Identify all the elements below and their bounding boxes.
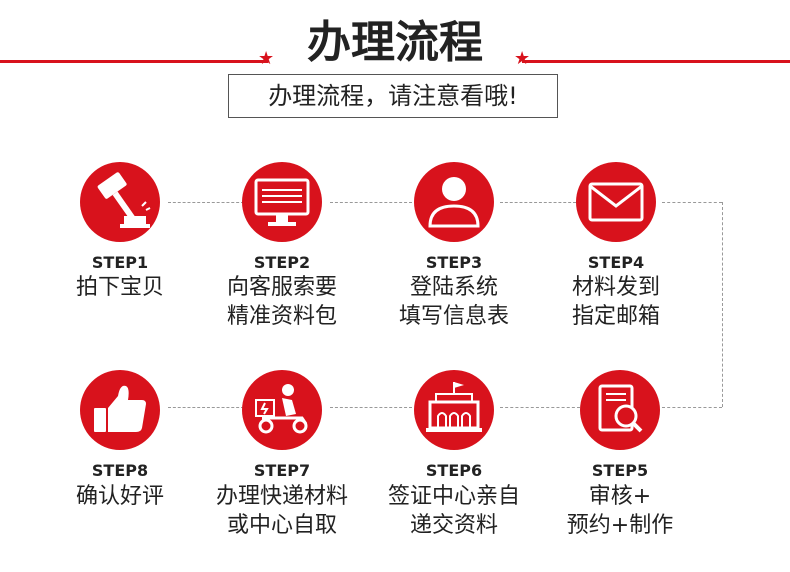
step2-line1: 向客服索要 (226, 275, 337, 300)
step8-text: 确认好评 (35, 482, 205, 511)
step8-line1: 确认好评 (75, 484, 164, 509)
user-icon (428, 177, 480, 228)
title-part1: 办理 (307, 17, 395, 68)
step4-circle (576, 162, 656, 242)
step4-line1: 材料发到 (571, 275, 660, 300)
step6-circle (414, 370, 494, 450)
step8-circle (80, 370, 160, 450)
step7-circle (242, 370, 322, 450)
step7-line1: 办理快递材料 (215, 484, 348, 509)
step2-text: 向客服索要 精准资料包 (197, 273, 367, 331)
step5-line2: 预约+制作 (566, 513, 674, 538)
step6-label: STEP6 (425, 461, 483, 480)
step5-label: STEP5 (591, 461, 649, 480)
step7-line2: 或中心自取 (226, 513, 337, 538)
step6-text: 签证中心亲自 递交资料 (369, 482, 539, 540)
step3-line2: 填写信息表 (398, 304, 509, 329)
step7-label: STEP7 (253, 461, 311, 480)
connector-5-6 (500, 407, 580, 408)
step2-line2: 精准资料包 (226, 304, 337, 329)
step3-line1: 登陆系统 (409, 275, 498, 300)
connector-3-4 (500, 202, 576, 203)
step4-text: 材料发到 指定邮箱 (531, 273, 701, 331)
step1-label: STEP1 (91, 253, 149, 272)
step6-line2: 递交资料 (409, 513, 498, 538)
step6-line1: 签证中心亲自 (387, 484, 520, 509)
star-icon-right: ★ (514, 48, 531, 69)
connector-turn-5 (662, 407, 722, 408)
step3-text: 登陆系统 填写信息表 (369, 273, 539, 331)
connector-2-3 (330, 202, 412, 203)
step1-text: 拍下宝贝 (35, 273, 205, 302)
step5-line1: 审核+ (588, 484, 652, 509)
step7-text: 办理快递材料 或中心自取 (197, 482, 367, 540)
star-icon-left: ★ (258, 48, 275, 69)
step2-circle (242, 162, 322, 242)
step1-line1: 拍下宝贝 (75, 275, 164, 300)
delivery-rider-icon (255, 384, 308, 434)
title-rule-right (522, 60, 790, 63)
step3-circle (414, 162, 494, 242)
step2-label: STEP2 (253, 253, 311, 272)
envelope-icon (588, 182, 644, 222)
page-title: 办理流程 (0, 12, 790, 74)
subtitle-box: 办理流程，请注意看哦! (228, 74, 558, 118)
step4-line2: 指定邮箱 (571, 304, 660, 329)
building-icon (426, 382, 482, 432)
step5-circle (580, 370, 660, 450)
title-part2: 流程 (395, 17, 483, 68)
connector-6-7 (330, 407, 412, 408)
gavel-icon (97, 172, 151, 228)
step5-text: 审核+ 预约+制作 (535, 482, 705, 540)
title-rule-left (0, 60, 268, 63)
step3-label: STEP3 (425, 253, 483, 272)
document-search-icon (598, 384, 643, 433)
connector-4-turn (662, 202, 722, 203)
step1-circle (80, 162, 160, 242)
thumbs-up-icon (94, 385, 146, 432)
connector-vertical (722, 202, 723, 407)
step8-label: STEP8 (91, 461, 149, 480)
step4-label: STEP4 (587, 253, 645, 272)
subtitle: 办理流程，请注意看哦! (268, 82, 518, 110)
monitor-icon (254, 178, 310, 226)
connector-7-8 (168, 407, 244, 408)
connector-1-2 (168, 202, 244, 203)
